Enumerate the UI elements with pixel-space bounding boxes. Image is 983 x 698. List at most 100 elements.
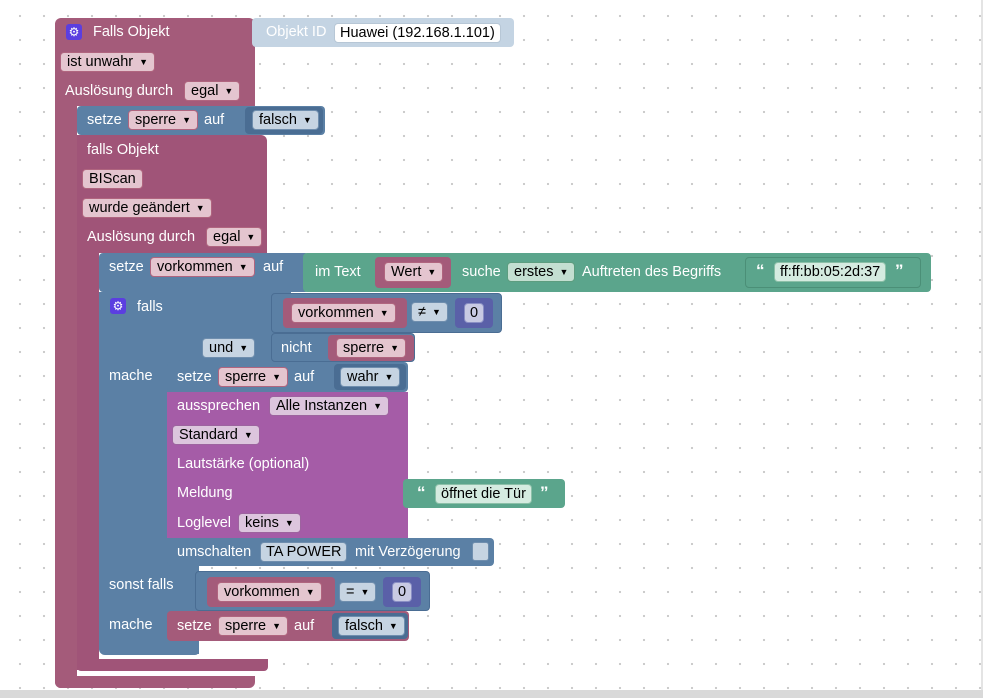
delay-label: mit Verzögerung xyxy=(355,544,461,560)
variable-value: sperre xyxy=(225,369,267,385)
inner-object-value: BIScan xyxy=(89,171,136,187)
triangle-down-icon: ▼ xyxy=(302,115,312,125)
speak-label: aussprechen xyxy=(177,398,261,414)
number-field[interactable]: 0 xyxy=(392,582,413,602)
setze-label: setze xyxy=(109,259,144,275)
logic-dropdown[interactable]: und ▼ xyxy=(202,338,256,358)
voice-dropdown[interactable]: Standard▼ xyxy=(172,425,260,445)
toggle-label: umschalten xyxy=(177,544,252,560)
bool-dropdown[interactable]: falsch ▼ xyxy=(252,110,319,130)
if-block-footer xyxy=(99,641,199,655)
bool-dropdown[interactable]: wahr ▼ xyxy=(340,367,401,387)
toggle-target-field[interactable]: TA POWER xyxy=(260,542,348,562)
elseif-operator-value: = xyxy=(346,584,355,600)
variable-value: sperre xyxy=(225,618,267,634)
triangle-down-icon: ▼ xyxy=(195,203,205,213)
trigger-by-label: Auslösung durch xyxy=(65,83,174,99)
auf-label: auf xyxy=(263,259,284,275)
triangle-down-icon: ▼ xyxy=(243,430,253,440)
search-term-field[interactable]: ff:ff:bb:05:2d:37 xyxy=(774,262,887,282)
falls-label: falls xyxy=(137,299,163,315)
not-var-dropdown[interactable]: sperre▼ xyxy=(336,338,407,358)
im-text-label: im Text xyxy=(315,264,361,280)
inner-trigger-spine xyxy=(77,250,99,670)
triangle-down-icon: ▼ xyxy=(182,115,192,125)
number-field[interactable]: 0 xyxy=(464,303,485,323)
triangle-down-icon: ▼ xyxy=(431,307,441,317)
auf-label: auf xyxy=(294,369,315,385)
gear-icon[interactable]: ⚙ xyxy=(110,298,126,314)
triangle-down-icon: ▼ xyxy=(427,267,437,277)
triangle-down-icon: ▼ xyxy=(384,372,394,382)
loglevel-value: keins xyxy=(245,515,279,531)
trigger-by-dropdown[interactable]: egal ▼ xyxy=(184,81,241,101)
message-field[interactable]: öffnet die Tür xyxy=(435,484,532,504)
elseif-operator-dropdown[interactable]: =▼ xyxy=(339,582,377,602)
operator-dropdown[interactable]: ≠▼ xyxy=(411,302,448,322)
gear-icon[interactable]: ⚙ xyxy=(66,24,82,40)
variable-dropdown[interactable]: sperre ▼ xyxy=(128,110,199,130)
triangle-down-icon: ▼ xyxy=(224,86,234,96)
variable-value: vorkommen xyxy=(157,259,233,275)
object-id-label: Objekt ID xyxy=(266,24,327,40)
condition-dropdown[interactable]: ist unwahr ▼ xyxy=(60,52,156,72)
inner-trigger-footer xyxy=(77,659,268,671)
suche-label: suche xyxy=(462,264,501,280)
which-dropdown[interactable]: erstes ▼ xyxy=(507,262,576,282)
setze-label: setze xyxy=(87,112,122,128)
triangle-down-icon: ▼ xyxy=(139,57,149,67)
compare-left-dropdown[interactable]: vorkommen ▼ xyxy=(291,303,396,323)
variable-dropdown[interactable]: sperre ▼ xyxy=(218,367,289,387)
close-quote-icon: ” xyxy=(895,261,904,280)
logic-value: und xyxy=(209,340,234,356)
triangle-down-icon: ▼ xyxy=(379,308,389,318)
triangle-down-icon: ▼ xyxy=(246,232,256,242)
not-var-value: sperre xyxy=(343,340,385,356)
instances-dropdown[interactable]: Alle Instanzen ▼ xyxy=(269,396,390,416)
which-value: erstes xyxy=(514,264,554,280)
inner-trigger-by-value: egal xyxy=(213,229,241,245)
occurrence-label: Auftreten des Begriffs xyxy=(582,264,722,280)
compare-left-value: vorkommen xyxy=(298,305,374,321)
workspace-scrollbar[interactable] xyxy=(0,690,983,698)
text-var-dropdown[interactable]: Wert ▼ xyxy=(384,262,444,282)
bool-value: wahr xyxy=(347,369,379,385)
instances-value: Alle Instanzen xyxy=(276,398,368,414)
elseif-left-value: vorkommen xyxy=(224,584,300,600)
inner-condition-value: wurde geändert xyxy=(89,200,190,216)
open-quote-icon: “ xyxy=(756,261,765,280)
loglevel-dropdown[interactable]: keins ▼ xyxy=(238,513,301,533)
object-id-field[interactable]: Huawei (192.168.1.101) xyxy=(334,23,501,43)
inner-object-field[interactable]: BIScan xyxy=(82,169,143,189)
variable-dropdown[interactable]: sperre ▼ xyxy=(218,616,289,636)
open-quote-icon: “ xyxy=(417,483,426,502)
bool-value: falsch xyxy=(259,112,297,128)
triangle-down-icon: ▼ xyxy=(272,372,282,382)
message-label: Meldung xyxy=(177,485,233,501)
triangle-down-icon: ▼ xyxy=(239,343,249,353)
triangle-down-icon: ▼ xyxy=(360,587,370,597)
inner-trigger-title: falls Objekt xyxy=(87,142,159,158)
triangle-down-icon: ▼ xyxy=(559,267,569,277)
triangle-down-icon: ▼ xyxy=(373,401,383,411)
nicht-label: nicht xyxy=(281,340,312,356)
condition-value: ist unwahr xyxy=(67,54,134,70)
bool-value: falsch xyxy=(345,618,383,634)
volume-label: Lautstärke (optional) xyxy=(177,456,310,472)
variable-dropdown[interactable]: vorkommen▼ xyxy=(150,257,255,277)
auf-label: auf xyxy=(294,618,315,634)
elseif-left-dropdown[interactable]: vorkommen ▼ xyxy=(217,582,322,602)
delay-checkbox[interactable] xyxy=(472,542,489,561)
triangle-down-icon: ▼ xyxy=(305,587,315,597)
triangle-down-icon: ▼ xyxy=(284,518,294,528)
close-quote-icon: ” xyxy=(540,483,549,502)
variable-value: sperre xyxy=(135,112,177,128)
bool-dropdown[interactable]: falsch▼ xyxy=(338,616,405,636)
trigger-title: Falls Objekt xyxy=(93,24,170,40)
inner-trigger-by-dropdown[interactable]: egal ▼ xyxy=(206,227,263,247)
triangle-down-icon: ▼ xyxy=(272,621,282,631)
text-var-value: Wert xyxy=(391,264,422,280)
auf-label: auf xyxy=(204,112,225,128)
inner-condition-dropdown[interactable]: wurde geändert ▼ xyxy=(82,198,212,218)
trigger-by-value: egal xyxy=(191,83,219,99)
